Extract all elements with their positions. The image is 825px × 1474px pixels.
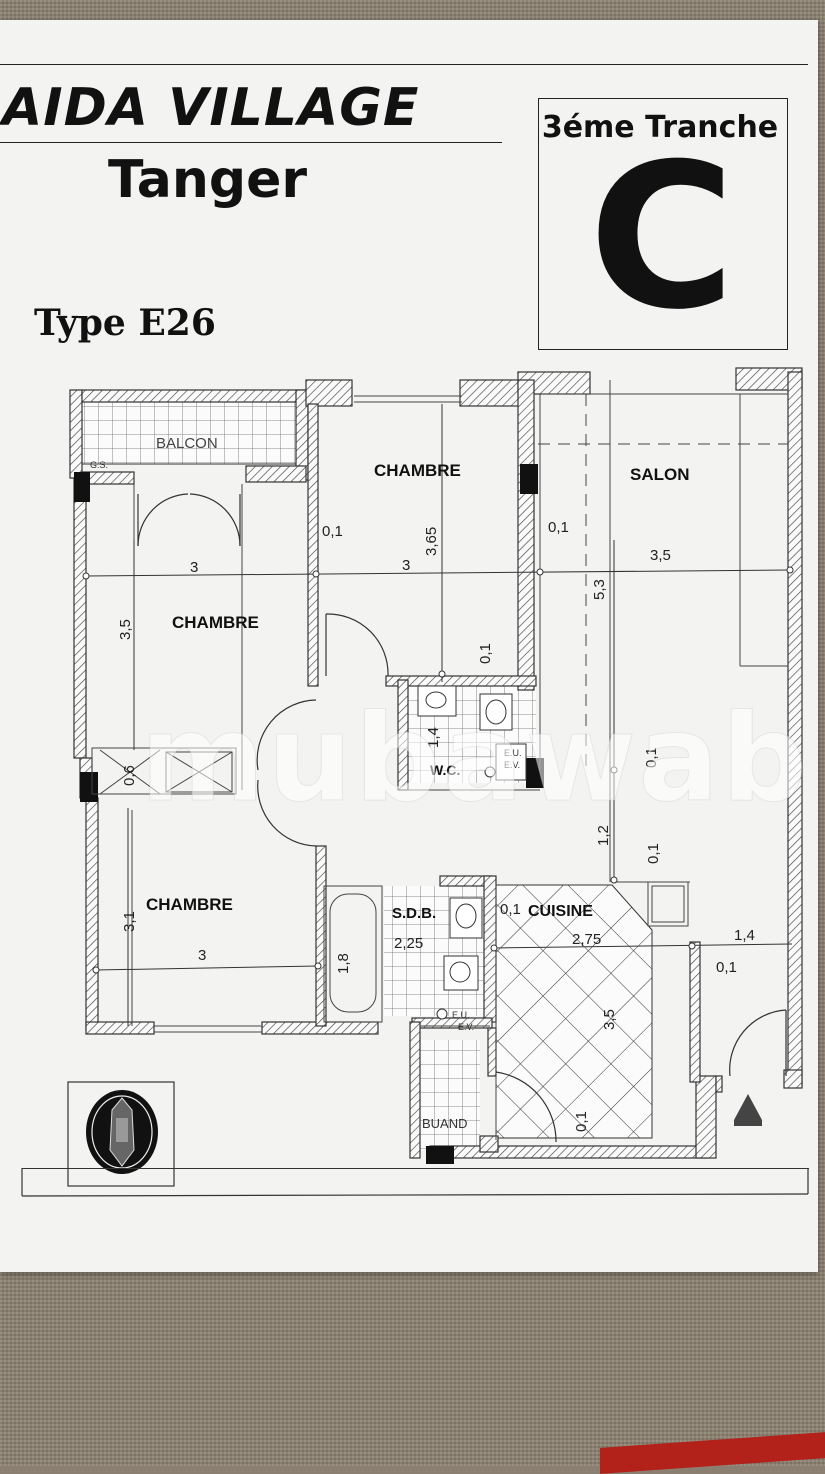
label-balcon: BALCON — [156, 435, 218, 452]
dim-label: 0,1 — [645, 843, 662, 864]
tranche-box — [538, 98, 788, 350]
dim-label: 3,1 — [121, 911, 138, 932]
footer-rule — [22, 1168, 809, 1169]
dim-label: 3 — [190, 559, 198, 576]
room-lines — [91, 380, 788, 1140]
watermark: mubawab — [139, 690, 810, 830]
dim-label: 2,75 — [572, 931, 601, 948]
sanitary-fixtures — [417, 685, 527, 1020]
apartment-type: Type E26 — [34, 302, 216, 344]
label-wc-eu: E.U. — [504, 748, 522, 758]
title-underline — [0, 142, 502, 143]
label-sdb-eu: E.U. — [452, 1010, 470, 1020]
balcon-area — [81, 401, 297, 465]
dim-label: 3,5 — [117, 619, 134, 640]
dim-label: 3 — [402, 557, 410, 574]
project-title: AIDA VILLAGE — [2, 78, 420, 138]
dim-label: 0,1 — [477, 643, 494, 664]
dim-label: 0,1 — [322, 523, 343, 540]
tranche-letter: C — [588, 121, 736, 354]
label-chambre-top: CHAMBRE — [374, 461, 461, 480]
buand-tiles — [418, 1040, 480, 1150]
dim-label: 1,4 — [734, 927, 755, 944]
label-buand: BUAND — [422, 1116, 468, 1131]
dim-label: 1,2 — [595, 825, 612, 846]
entry-arrow-icon — [734, 1094, 762, 1126]
dim-label: 1,4 — [425, 727, 442, 748]
dim-label: 3 — [198, 947, 206, 964]
label-chambre-left: CHAMBRE — [172, 613, 259, 632]
logo-box — [67, 1081, 175, 1187]
lantern-logo — [86, 1090, 158, 1174]
dimension-ticks — [82, 566, 794, 974]
header-rule — [0, 64, 808, 65]
label-wc: W.C. — [430, 762, 460, 778]
label-wc-ev: E.V. — [504, 760, 520, 770]
city-title: Tanger — [108, 150, 308, 210]
dim-label: 3,5 — [650, 547, 671, 564]
label-chambre-bottom: CHAMBRE — [146, 895, 233, 914]
label-sdb: S.D.B. — [392, 905, 436, 922]
dimension-lines — [85, 404, 793, 1026]
label-salon: SALON — [630, 465, 690, 484]
door-swings — [137, 493, 787, 1143]
dim-label: 0,6 — [121, 765, 138, 786]
label-gs: G.S. — [90, 460, 108, 470]
dim-label: 1,8 — [335, 953, 352, 974]
walls — [69, 367, 803, 1159]
dim-label: 0,1 — [716, 959, 737, 976]
dim-label: 3,65 — [423, 527, 440, 556]
dim-label: 0,1 — [500, 901, 521, 918]
dim-label: 0,1 — [548, 519, 569, 536]
dim-label: 2,25 — [394, 935, 423, 952]
dim-label: 3,5 — [601, 1009, 618, 1030]
label-cuisine: CUISINE — [528, 903, 593, 920]
tranche-label: 3éme Tranche — [541, 110, 779, 145]
dim-label: 0,1 — [643, 747, 660, 768]
plan-sheet — [0, 20, 818, 1272]
dim-label: 5,3 — [591, 579, 608, 600]
cuisine-floor — [495, 884, 653, 1139]
dim-label: 0,1 — [573, 1111, 590, 1132]
label-sdb-ev: E.V. — [458, 1022, 474, 1032]
